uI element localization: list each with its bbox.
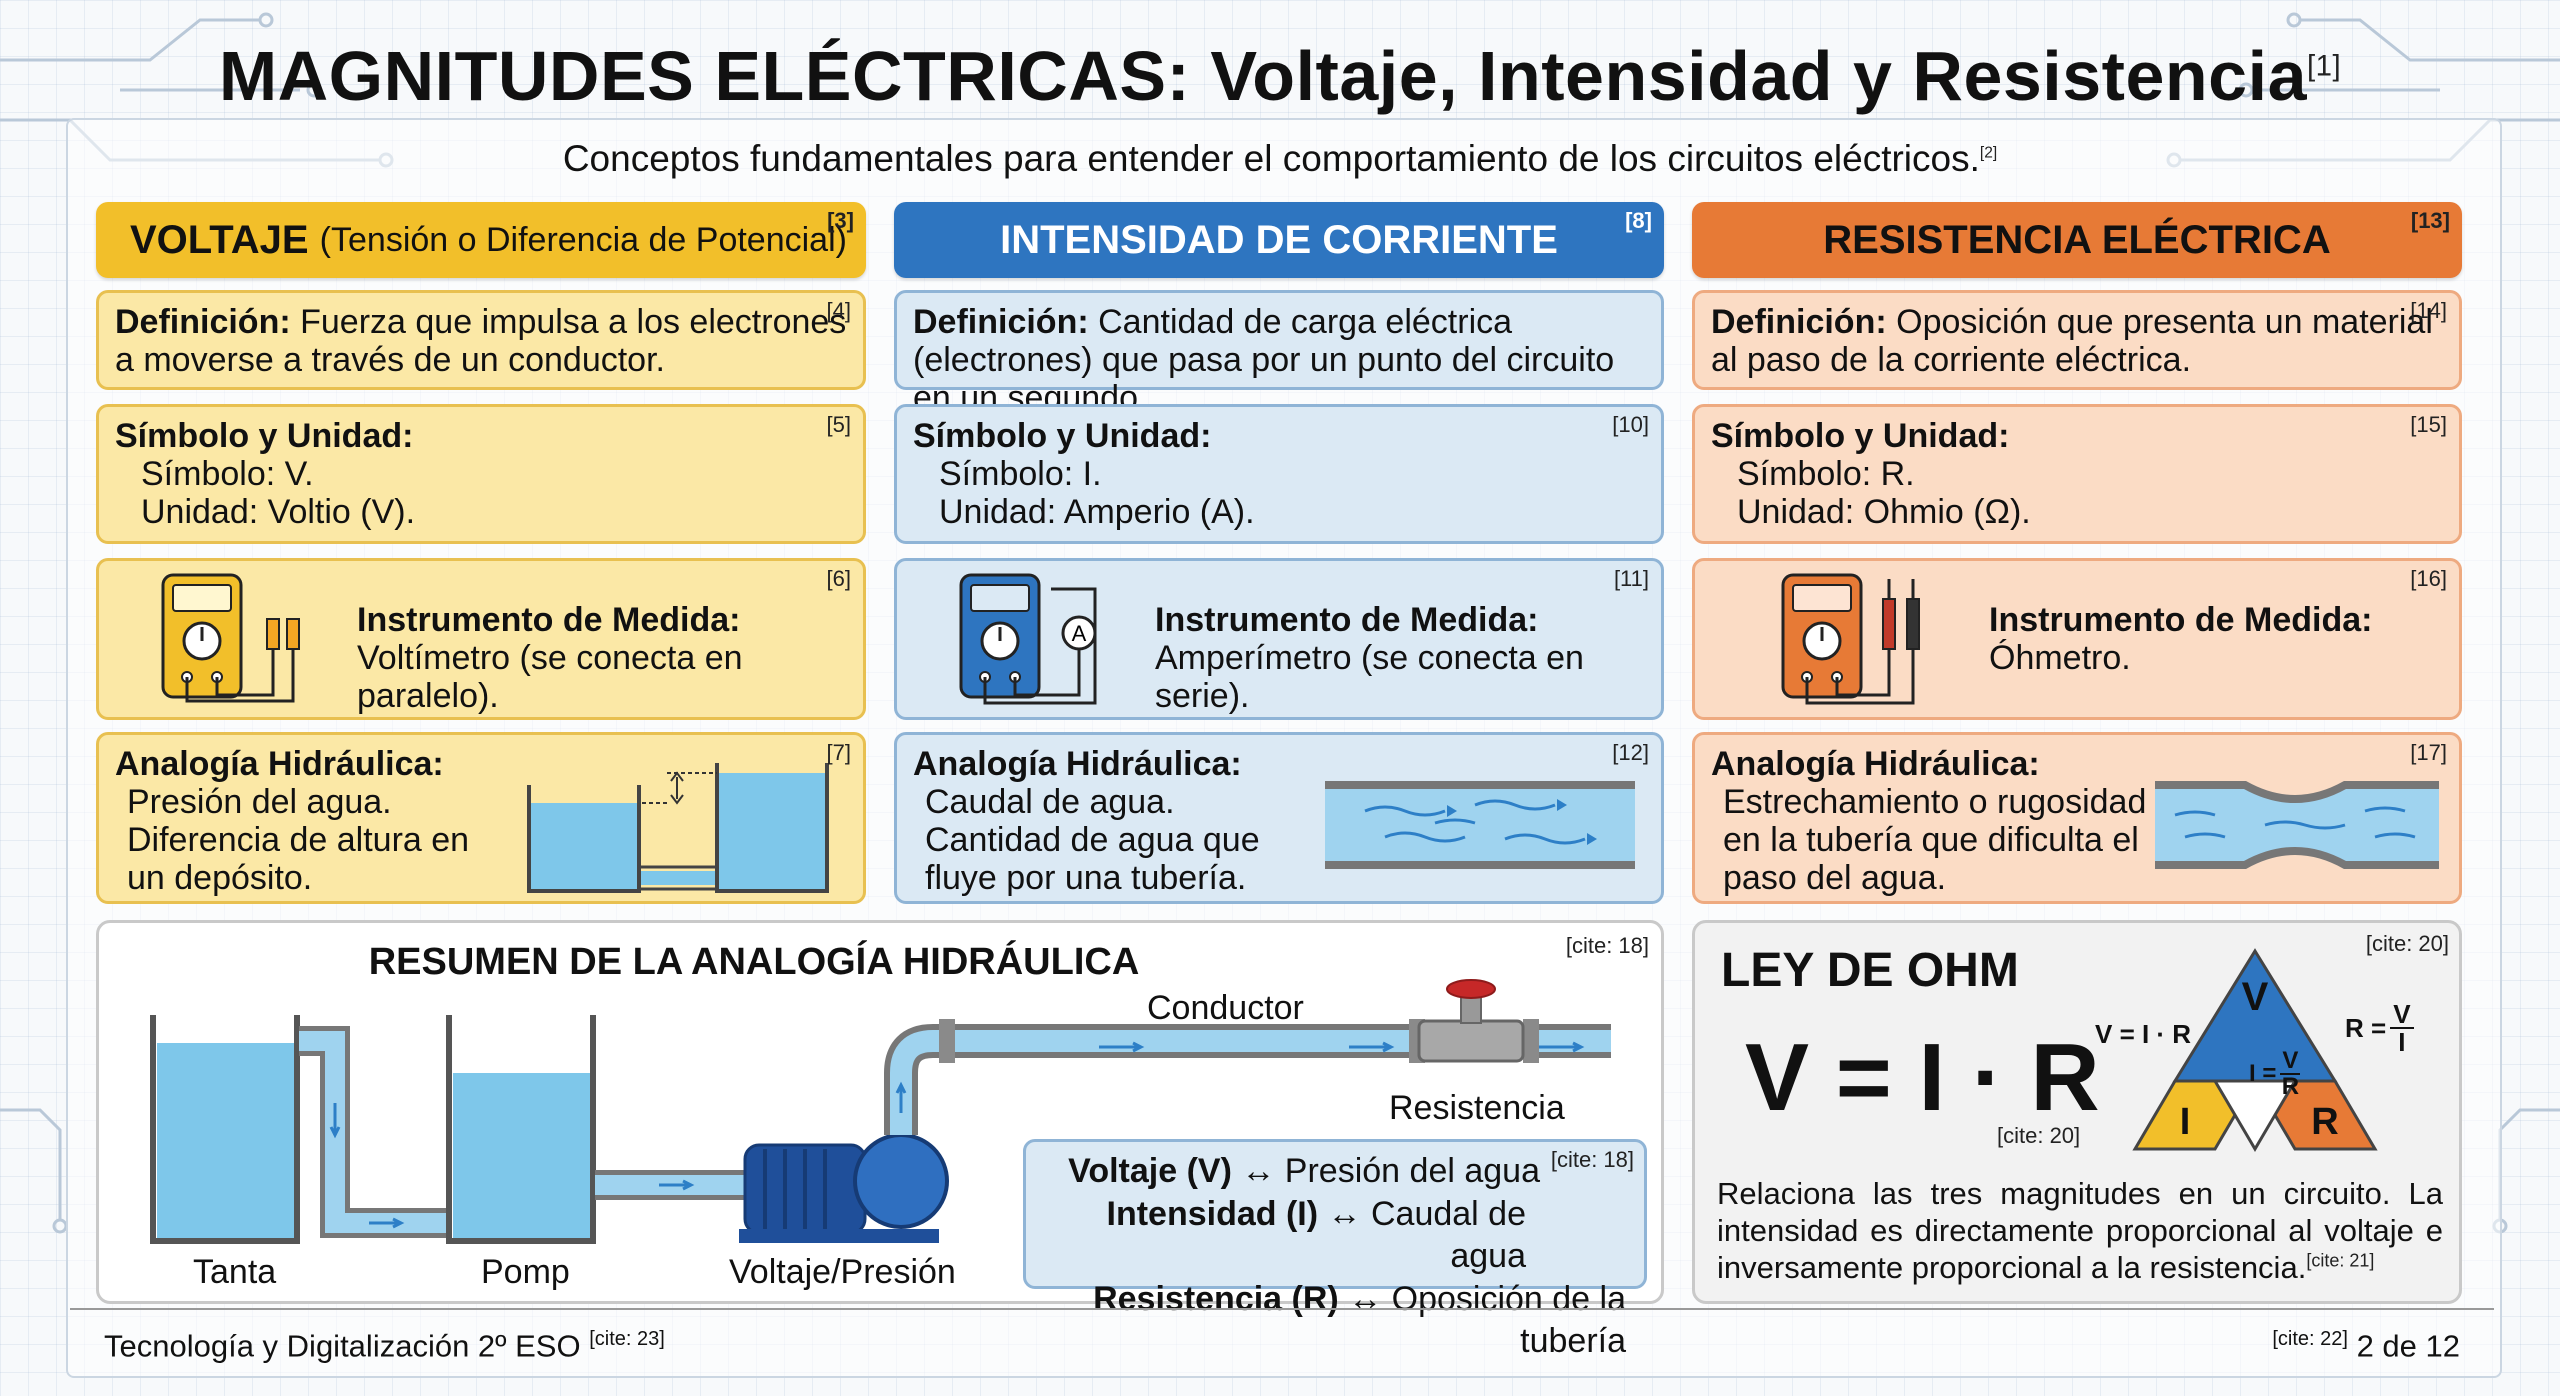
triangle-r: R (2311, 1101, 2339, 1143)
eq-r-v-over-i: R = V I (2345, 1001, 2414, 1055)
intensidad-header: INTENSIDAD DE CORRIENTE [8] (894, 202, 1664, 278)
triangle-v: V (2241, 975, 2269, 1019)
voltaje-analogy-card: Analogía Hidráulica: Presión del agua. D… (96, 732, 866, 904)
ohm-law-panel: LEY DE OHM [cite: 20] V = I · R [cite: 2… (1692, 920, 2462, 1304)
intensidad-analogy-card: Analogía Hidráulica: Caudal de agua. Can… (894, 732, 1664, 904)
voltaje-instrument-card: Instrumento de Medida: Voltímetro (se co… (96, 558, 866, 720)
voltmeter-icon (161, 573, 300, 703)
resistencia-symbol-card: Símbolo y Unidad: Símbolo: R. Unidad: Oh… (1692, 404, 2462, 544)
ammeter-icon: A (959, 573, 1097, 705)
label-voltaje-presion: Voltaje/Presión (729, 1253, 956, 1291)
label-resistencia: Resistencia (1389, 1089, 1565, 1127)
ohm-triangle (2132, 948, 2378, 1152)
resistencia-analogy-card: Analogía Hidráulica: Estrechamiento o ru… (1692, 732, 2462, 904)
ohmmeter-icon (1781, 573, 1920, 705)
hydraulic-circuit-diagram (150, 979, 1611, 1244)
voltaje-symbol-card: Símbolo y Unidad: Símbolo: V. Unidad: Vo… (96, 404, 866, 544)
resistencia-header: RESISTENCIA ELÉCTRICA [13] (1692, 202, 2462, 278)
ohm-formula: V = I · R (1745, 1024, 2100, 1131)
intensidad-symbol-card: Símbolo y Unidad: Símbolo: I. Unidad: Am… (894, 404, 1664, 544)
voltaje-header: VOLTAJE (Tensión o Diferencia de Potenci… (96, 202, 866, 278)
eq-i-v-over-r: I = V R (2249, 1047, 2301, 1100)
ohm-title: LEY DE OHM (1721, 944, 2019, 997)
label-pomp: Pomp (481, 1253, 570, 1291)
intensidad-definition-card: Definición: Cantidad de carga eléctrica … (894, 290, 1664, 417)
page-title: MAGNITUDES ELÉCTRICAS: Voltaje, Intensid… (218, 37, 2342, 115)
eq-v-ir: V = I · R (2095, 1019, 2192, 1049)
footer-page-number: [cite: 22] 2 de 12 (2272, 1328, 2460, 1364)
footer-course: Tecnología y Digitalización 2º ESO [cite… (104, 1328, 665, 1364)
intensidad-instrument-card: A Instrumento de Medida: Amperímetro (se… (894, 558, 1664, 720)
water-flow-pipe-icon (1325, 781, 1635, 869)
resistencia-definition-card: Definición: Oposición que presenta un ma… (1692, 290, 2462, 390)
label-tanta: Tanta (193, 1253, 277, 1291)
ohm-description: Relaciona las tres magnitudes en un circ… (1717, 1176, 2443, 1286)
tanks-height-icon (527, 763, 829, 893)
resumen-title: RESUMEN DE LA ANALOGÍA HIDRÁULICA (368, 941, 1140, 983)
svg-text:A: A (1072, 621, 1087, 646)
page-subtitle: Conceptos fundamentales para entender el… (562, 138, 1998, 179)
label-conductor: Conductor (1147, 989, 1304, 1027)
footer-divider (70, 1308, 2494, 1310)
narrowed-pipe-icon (2155, 781, 2439, 869)
voltaje-definition-card: Definición: Fuerza que impulsa a los ele… (96, 290, 866, 390)
resistencia-instrument-card: Instrumento de Medida: Óhmetro. [16] (1692, 558, 2462, 720)
analogy-equivalence-box: [cite: 18] Voltaje (V) ↔ Presión del agu… (1023, 1139, 1647, 1360)
triangle-i: I (2179, 1101, 2191, 1143)
resumen-panel: RESUMEN DE LA ANALOGÍA HIDRÁULICA [cite:… (96, 920, 1664, 1360)
